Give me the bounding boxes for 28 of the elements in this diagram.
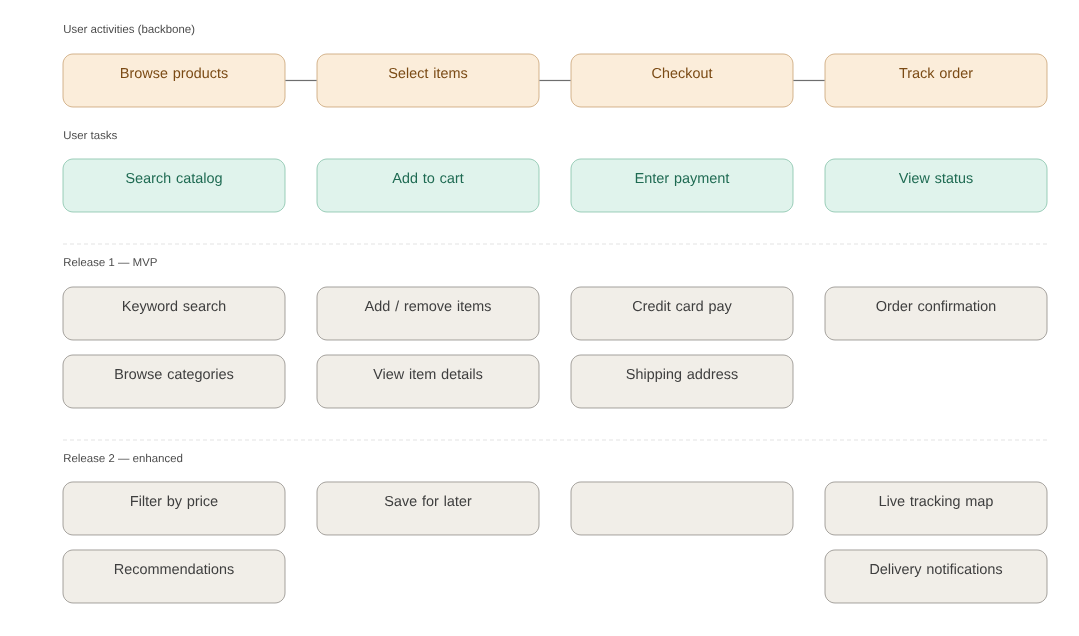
section-heading: User tasks <box>64 130 117 140</box>
story-box: Shipping address <box>570 354 794 409</box>
story-box: Browse categories <box>62 354 286 409</box>
connector-line <box>538 79 572 82</box>
task-box: View status <box>824 158 1048 213</box>
task-box: Add to cart <box>316 158 540 213</box>
story-box: Save for later <box>316 481 540 536</box>
task-box: Enter payment <box>570 158 794 213</box>
story-box: Keyword search <box>62 286 286 341</box>
activity-box: Track order <box>824 53 1048 108</box>
story-box: Recommendations <box>62 549 286 604</box>
story-box: Order confirmation <box>824 286 1048 341</box>
story-box: Live tracking map <box>824 481 1048 536</box>
connector-line <box>284 79 318 82</box>
story-box: Credit card pay <box>570 286 794 341</box>
section-heading: User activities (backbone) <box>64 24 195 36</box>
story-box: Delivery notifications <box>824 549 1048 604</box>
connector-line <box>792 79 826 82</box>
section-heading: Release 1 — MVP <box>64 257 157 267</box>
task-box: Search catalog <box>62 158 286 213</box>
activity-box: Checkout <box>570 53 794 108</box>
story-box: Add / remove items <box>316 286 540 341</box>
activity-box: Select items <box>316 53 540 108</box>
story-box: Filter by price <box>62 481 286 536</box>
activity-box: Browse products <box>62 53 286 108</box>
story-box: View item details <box>316 354 540 409</box>
section-heading: Release 2 — enhanced <box>64 453 183 463</box>
story-box <box>570 481 794 536</box>
